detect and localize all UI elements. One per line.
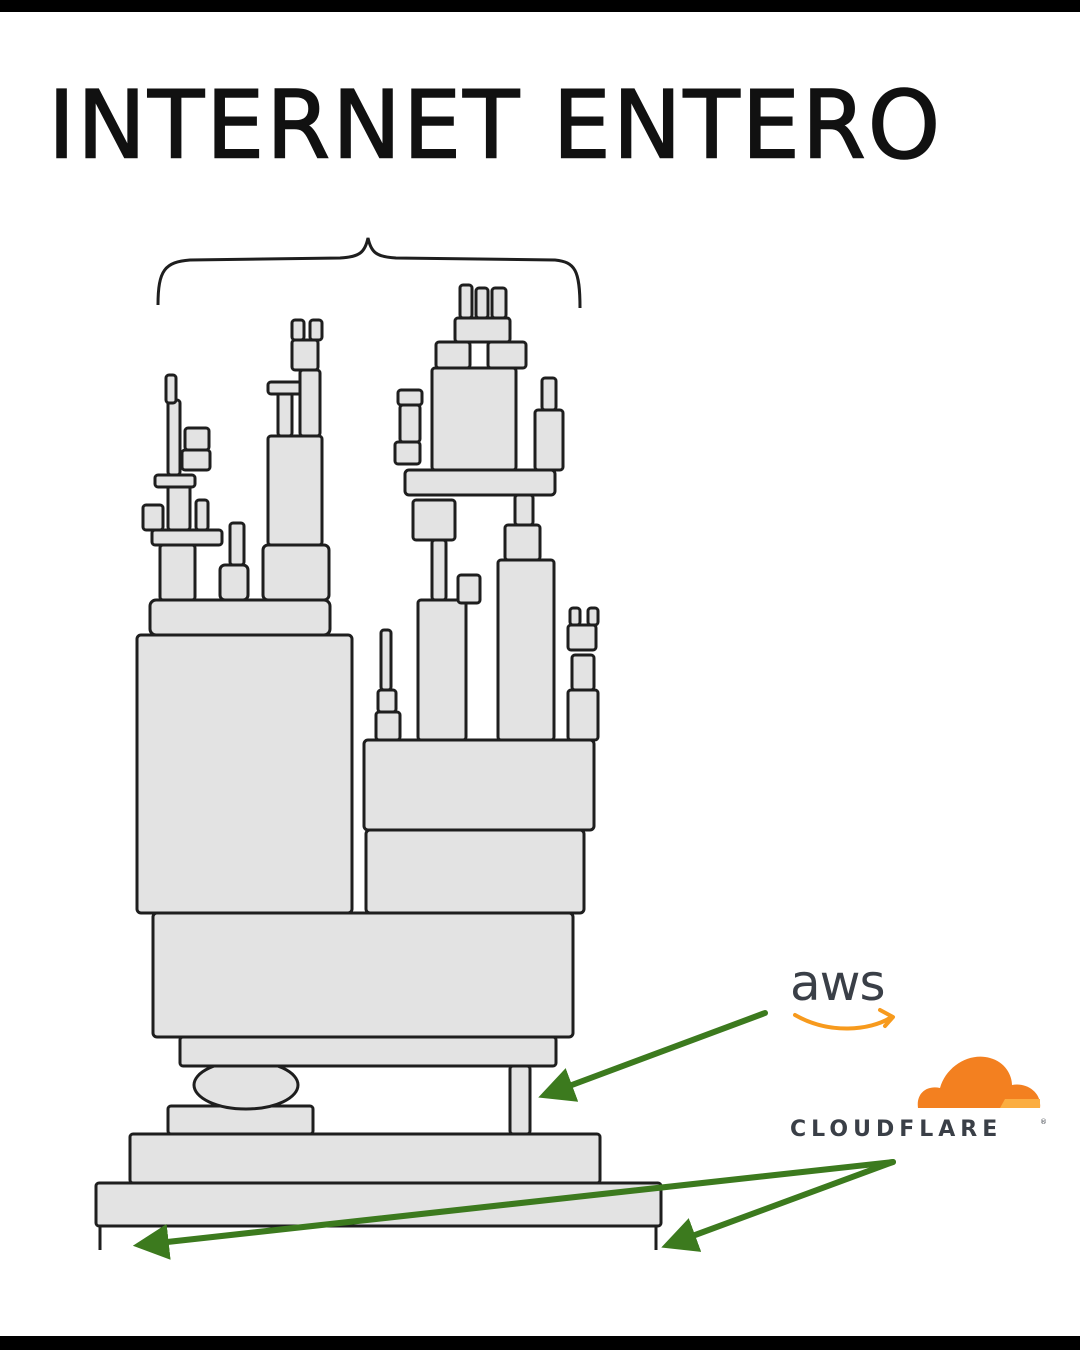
bottom-frame-bar xyxy=(0,1336,1080,1350)
right-lower-block xyxy=(364,828,586,915)
right-mid-block xyxy=(362,738,596,832)
svg-text:®: ® xyxy=(1040,1118,1047,1126)
round-stone xyxy=(192,1059,300,1111)
svg-text:aws: aws xyxy=(790,954,885,1012)
arrow-cloudflare-left xyxy=(132,1159,896,1260)
left-cap xyxy=(148,598,332,637)
left-tower-block xyxy=(135,633,354,915)
arrow-cloudflare-right xyxy=(661,1159,896,1252)
large-block xyxy=(151,911,575,1039)
brace-icon xyxy=(156,237,582,309)
top-frame-bar xyxy=(0,0,1080,12)
cloudflare-logo-icon: CLOUDFLARE ® xyxy=(790,1056,1047,1142)
svg-text:CLOUDFLARE: CLOUDFLARE xyxy=(790,1117,1002,1142)
page-title: INTERNET ENTERO xyxy=(47,70,943,181)
block-tower-icon xyxy=(94,283,663,1250)
arrow-aws xyxy=(538,1010,768,1102)
wide-plank xyxy=(178,1035,558,1068)
tiny-pillar xyxy=(508,1064,532,1136)
arrows xyxy=(132,1010,896,1260)
second-slab xyxy=(128,1132,602,1185)
aws-logo-icon: aws xyxy=(790,954,895,1031)
